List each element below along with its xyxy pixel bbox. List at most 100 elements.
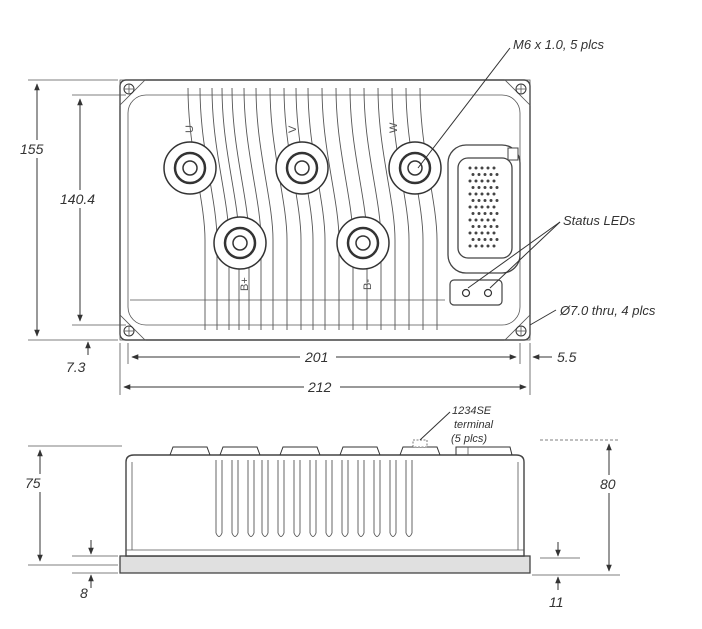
side-connector: [455, 446, 513, 456]
connector-pin: [477, 199, 481, 202]
connector-pin: [468, 166, 472, 170]
terminal-b-plus: [213, 216, 267, 270]
connector-pin: [489, 186, 493, 189]
connector-pin: [495, 173, 499, 176]
note-thru-holes: Ø7.0 thru, 4 plcs: [559, 303, 656, 318]
connector-pin: [474, 218, 478, 222]
connector-pin: [474, 179, 478, 183]
connector-pin: [480, 231, 484, 235]
connector-pin: [477, 173, 481, 176]
dim-side-base: 8: [80, 585, 88, 601]
connector-pin: [486, 192, 490, 196]
connector-pin: [483, 199, 487, 202]
connector-pin: [495, 186, 499, 189]
connector-pin: [480, 179, 484, 183]
connector-pin: [474, 166, 478, 170]
terminal-v: [275, 141, 329, 195]
terminal-w: [388, 141, 442, 195]
connector-pin: [480, 205, 484, 209]
connector-pin: [471, 225, 475, 228]
connector-pin: [468, 179, 472, 183]
side-fins: [215, 460, 413, 537]
side-view: 1234SE terminal (5 plcs) 75 8 80 11: [22, 405, 626, 610]
connector-pin: [471, 173, 475, 176]
terminal-label-b-plus: B+: [239, 277, 251, 291]
connector-pin: [483, 173, 487, 176]
connector-pin: [492, 166, 496, 170]
connector-pin: [474, 244, 478, 248]
connector-pin: [468, 205, 472, 209]
connector-pin: [480, 192, 484, 196]
dim-inner-width: 201: [304, 349, 328, 365]
connector-pin: [489, 173, 493, 176]
dim-right-offset: 5.5: [557, 349, 577, 365]
connector-pin: [480, 244, 484, 248]
base-plate: [119, 555, 531, 574]
connector-pin: [474, 192, 478, 196]
connector-pin: [477, 238, 481, 241]
connector-pin: [486, 205, 490, 209]
connector-pin: [489, 238, 493, 241]
terminal-label-v: V: [287, 125, 299, 133]
connector-pin: [492, 192, 496, 196]
status-led-left: [461, 288, 471, 298]
connector-pin: [495, 199, 499, 202]
terminal-label-w: W: [388, 122, 400, 133]
connector-pin: [486, 231, 490, 235]
terminal-u: [163, 141, 217, 195]
connector-pin: [486, 179, 490, 183]
connector-pin: [492, 244, 496, 248]
mounting-hole-top-right: [504, 79, 531, 106]
mounting-hole-top-left: [119, 79, 146, 106]
connector-pin: [489, 225, 493, 228]
connector-pin: [495, 212, 499, 215]
connector-pin: [471, 238, 475, 241]
side-body: [125, 454, 525, 557]
terminal-b-minus: [336, 216, 390, 270]
status-led-window: [449, 279, 503, 306]
note-terminal-line3: (5 plcs): [451, 433, 487, 445]
connector-pin: [492, 179, 496, 183]
connector-pins: [468, 166, 499, 248]
connector-pin: [471, 212, 475, 215]
mounting-hole-bottom-left: [119, 314, 146, 341]
connector-pin: [492, 205, 496, 209]
connector-pin: [477, 186, 481, 189]
connector-pin: [471, 199, 475, 202]
connector-pin: [480, 166, 484, 170]
dim-top-height: 155: [20, 141, 44, 157]
mounting-hole-bottom-right: [504, 314, 531, 341]
connector-pin: [483, 186, 487, 189]
dim-side-right-base: 11: [549, 594, 564, 610]
connector-pin: [474, 231, 478, 235]
connector-pin: [477, 212, 481, 215]
connector-pin: [486, 218, 490, 222]
dim-side-height: 75: [25, 475, 41, 491]
status-led-right: [483, 288, 493, 298]
dim-overall-width: 212: [307, 379, 332, 395]
connector-pin: [468, 244, 472, 248]
connector-pin: [492, 231, 496, 235]
dim-top-inner-height: 140.4: [60, 191, 95, 207]
connector-pin: [480, 218, 484, 222]
dim-side-total: 80: [600, 476, 616, 492]
connector-pin: [495, 225, 499, 228]
connector-pin: [489, 199, 493, 202]
note-bolt-size: M6 x 1.0, 5 plcs: [513, 37, 605, 52]
side-terminal-caps: [169, 439, 441, 456]
note-status-leds: Status LEDs: [563, 213, 636, 228]
connector-pin: [474, 205, 478, 209]
connector-pin: [483, 238, 487, 241]
connector-pin: [477, 225, 481, 228]
terminal-label-b-minus: B-: [362, 279, 374, 290]
logic-connector: [447, 144, 521, 274]
connector-pin: [483, 212, 487, 215]
dim-top-offset: 7.3: [66, 359, 86, 375]
connector-pin: [471, 186, 475, 189]
connector-pin: [486, 244, 490, 248]
connector-pin: [483, 225, 487, 228]
connector-pin: [495, 238, 499, 241]
top-view: U V W B+ B- M6 x 1.0, 5 plcs Status LEDs…: [18, 37, 656, 396]
connector-pin: [468, 218, 472, 222]
note-terminal-line2: terminal: [454, 419, 494, 431]
